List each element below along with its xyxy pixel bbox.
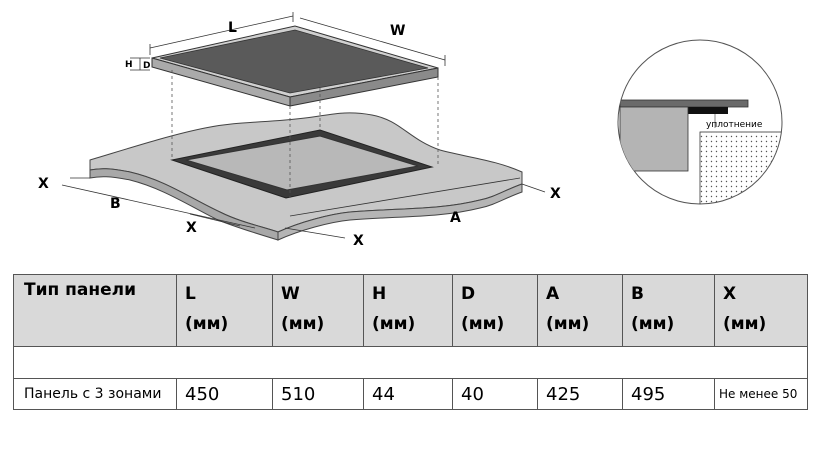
label-B: B (110, 196, 121, 212)
header-L: L(мм) (176, 274, 273, 347)
cell-panel-type: Панель с 3 зонами (13, 378, 177, 410)
header-W: W(мм) (272, 274, 364, 347)
table-header-row: Тип панели L(мм) W(мм) H(мм) D(мм) A(мм)… (13, 274, 808, 347)
label-L: L (228, 20, 237, 36)
installation-diagram: L W H D X B X X A X уплотнение (38, 12, 783, 249)
dimensions-table: Тип панели L(мм) W(мм) H(мм) D(мм) A(мм)… (13, 274, 808, 410)
cell-W: 510 (272, 378, 364, 410)
projection-lines (171, 70, 439, 198)
cell-H: 44 (363, 378, 453, 410)
table-spacer-row (13, 346, 808, 379)
label-D: D (143, 61, 150, 71)
label-W: W (390, 23, 405, 39)
cell-A: 425 (537, 378, 623, 410)
cell-B: 495 (622, 378, 715, 410)
header-A: A(мм) (537, 274, 623, 347)
cell-L: 450 (176, 378, 273, 410)
cell-D: 40 (452, 378, 538, 410)
table-row: Панель с 3 зонами 450 510 44 40 425 495 … (13, 378, 808, 410)
cell-X: Не менее 50 (714, 378, 808, 410)
cutout-hole (170, 129, 434, 199)
label-X-bottom-mid: X (353, 233, 364, 249)
seal-detail-view: уплотнение (617, 39, 783, 205)
header-panel-type: Тип панели (13, 274, 177, 347)
header-H: H(мм) (363, 274, 453, 347)
header-D: D(мм) (452, 274, 538, 347)
header-B: B(мм) (622, 274, 715, 347)
header-X: X(мм) (714, 274, 808, 347)
label-X-bottom-left: X (186, 220, 197, 236)
label-X-right: X (550, 186, 561, 202)
label-H: H (125, 60, 133, 70)
hob-panel (151, 25, 439, 107)
label-A: A (450, 210, 461, 226)
dimension-lines (61, 12, 546, 239)
label-X-left: X (38, 176, 49, 192)
seal-label: уплотнение (706, 120, 763, 130)
